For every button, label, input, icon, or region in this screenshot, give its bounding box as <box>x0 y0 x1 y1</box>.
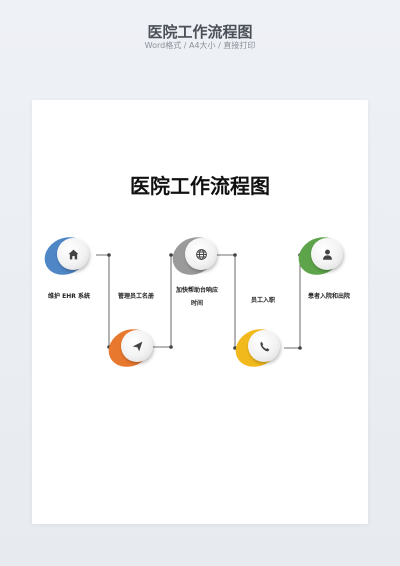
phone-icon <box>259 341 269 351</box>
connector-dot <box>298 346 302 350</box>
header-subtitle: Word格式 / A4大小 / 直接打印 <box>144 41 256 50</box>
step-1-disc <box>57 238 89 270</box>
user-icon <box>322 249 332 260</box>
step-3-disc <box>185 238 217 270</box>
step-1-label: 维护 EHR 系统 <box>48 293 90 300</box>
step-4-disc <box>248 330 280 362</box>
connector-lines <box>96 253 303 350</box>
document-title: 医院工作流程图 <box>130 174 270 198</box>
step-2-label: 管理员工名册 <box>117 293 154 300</box>
home-icon <box>68 249 78 259</box>
connector-dot <box>169 345 173 349</box>
header-title: 医院工作流程图 <box>147 23 253 41</box>
step-4-label: 员工入职 <box>250 297 275 304</box>
connector-dot <box>107 253 111 257</box>
step-5-label: 患者入院和出院 <box>307 293 350 300</box>
step-2-disc <box>121 330 153 362</box>
step-1-node <box>38 230 100 282</box>
paper-plane-icon <box>132 341 142 351</box>
step-3-label: 加快帮助台响应时间 <box>176 287 219 307</box>
document-page: 医院工作流程图 维护 EHR 系统 <box>32 100 368 524</box>
step-4-node <box>229 322 291 374</box>
step-3-node <box>166 230 228 282</box>
step-2-node <box>102 322 164 374</box>
connector-dot <box>233 253 237 257</box>
step-5-node <box>292 230 354 282</box>
step-5-disc <box>311 238 343 270</box>
globe-icon <box>195 248 207 260</box>
